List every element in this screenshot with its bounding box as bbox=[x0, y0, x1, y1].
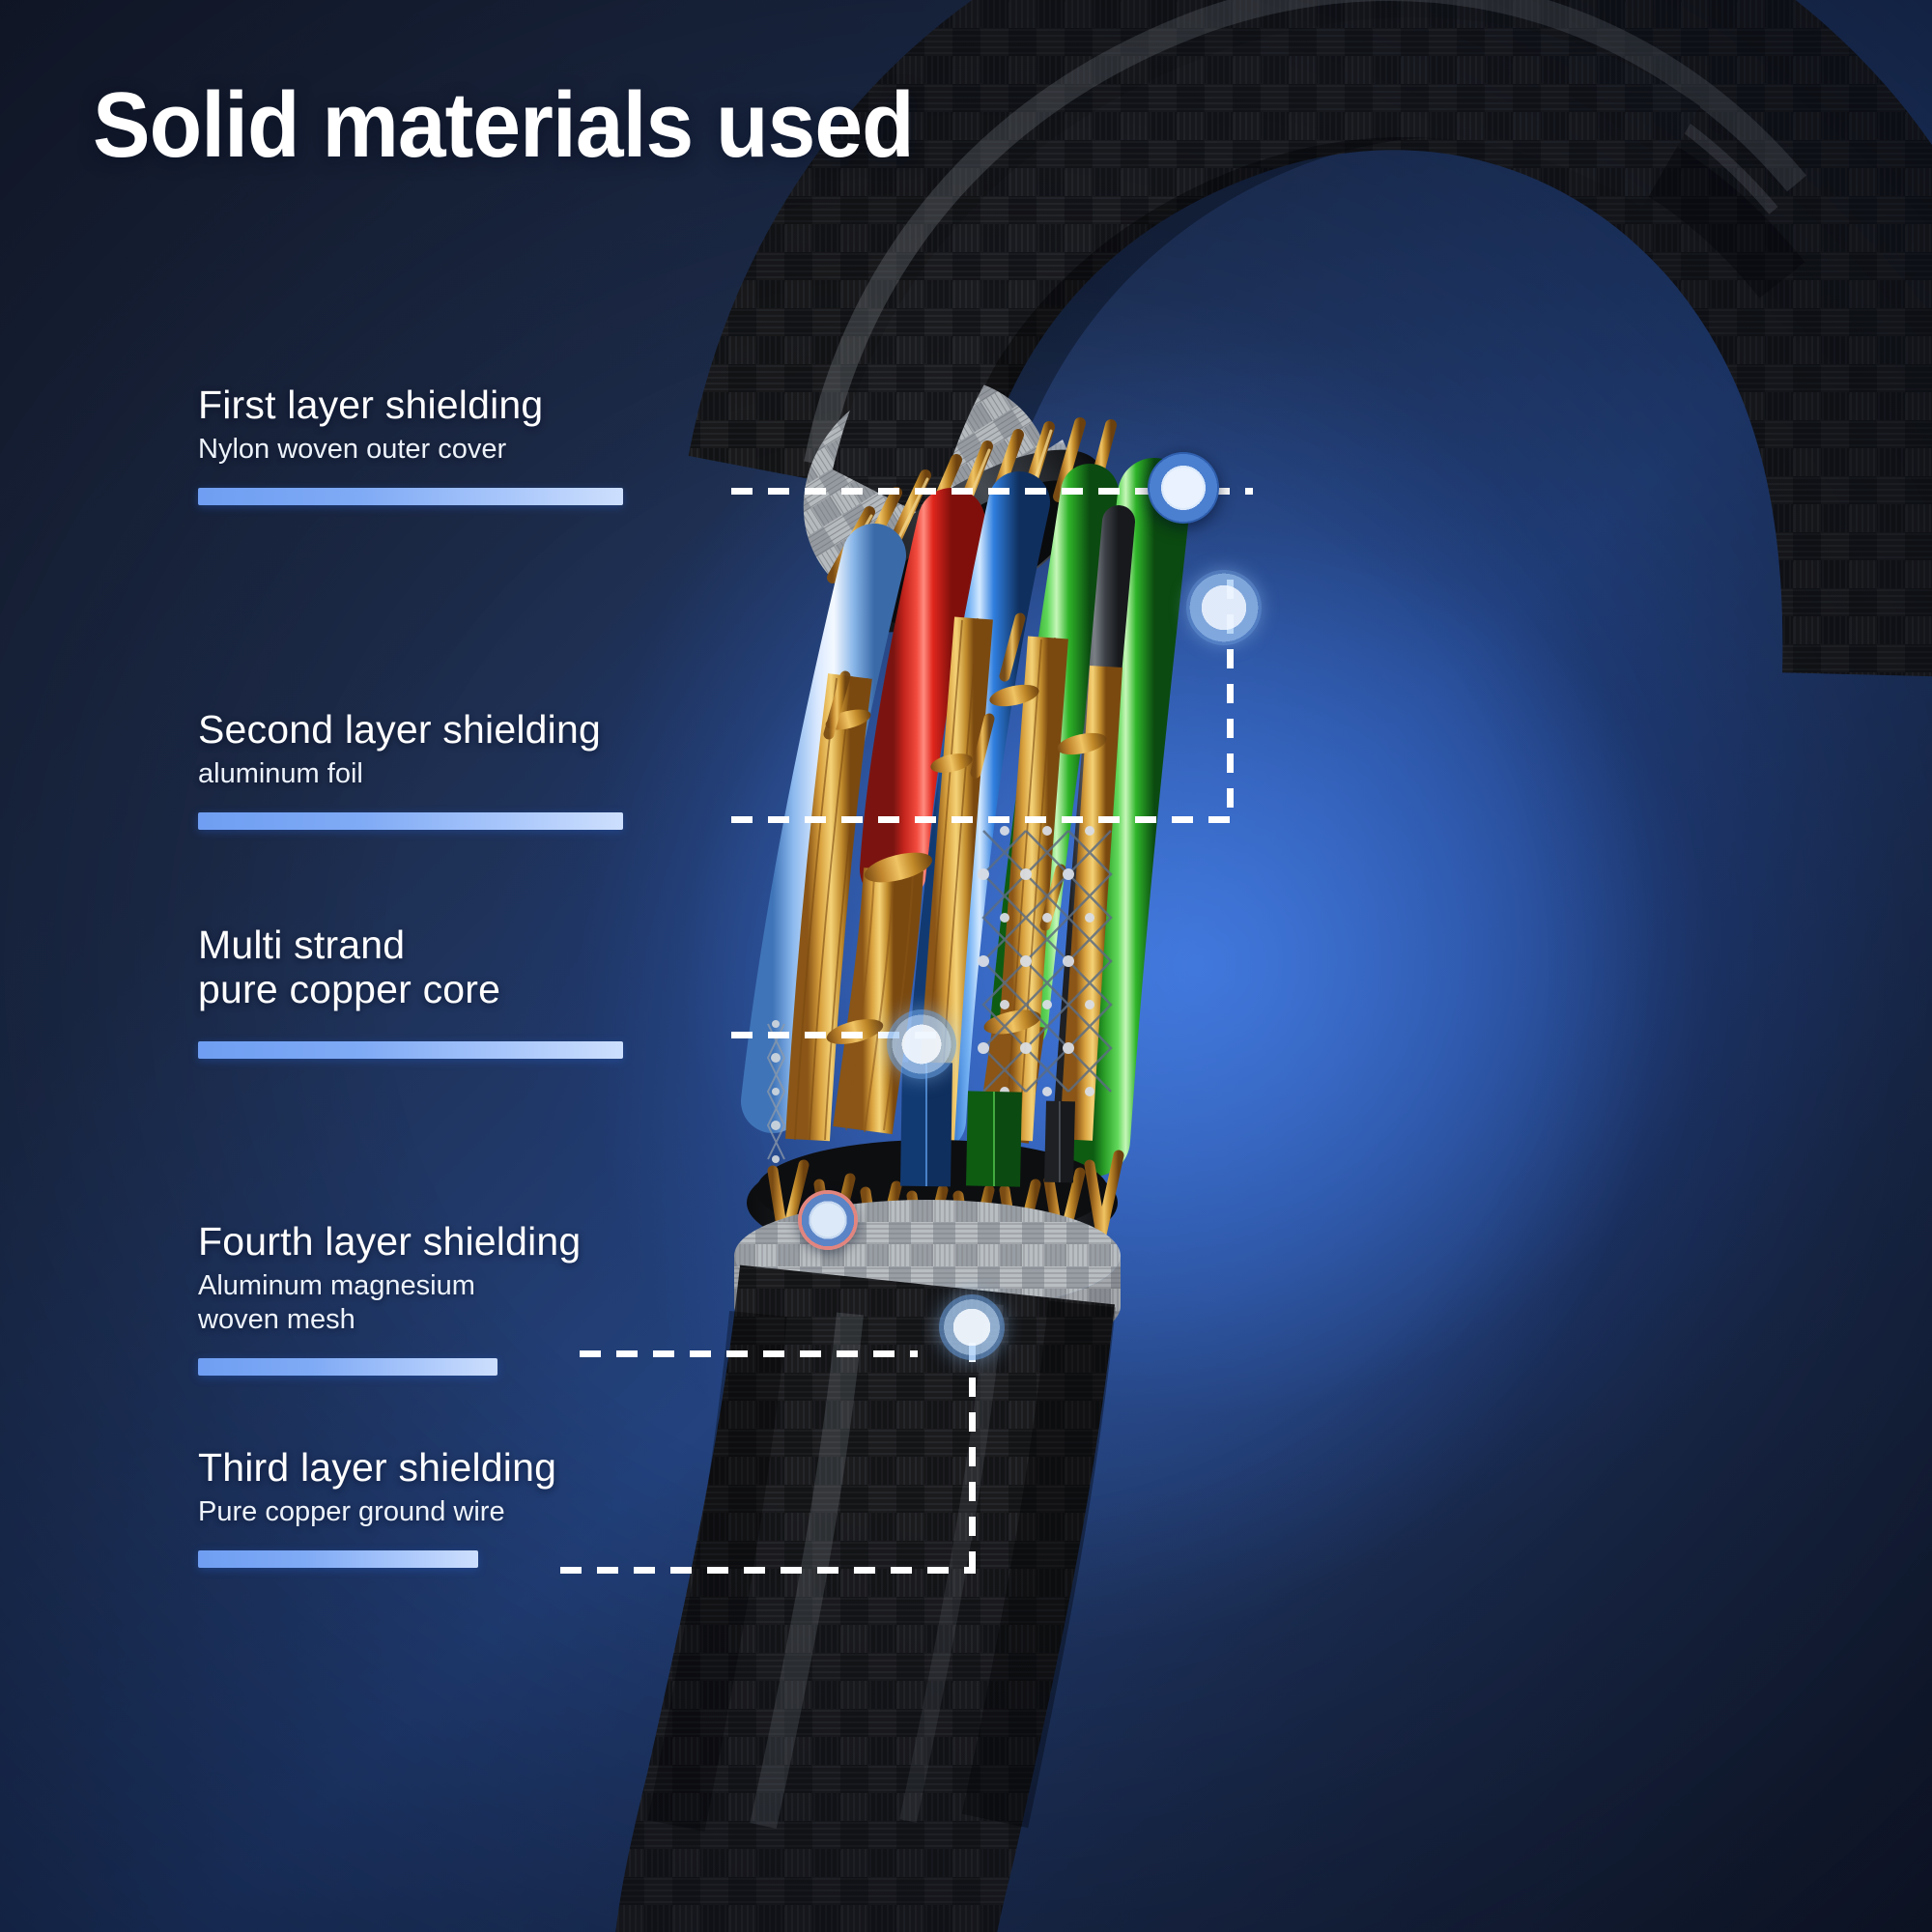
callout-bar-row bbox=[198, 484, 623, 506]
callout-subtitle: Nylon woven outer cover bbox=[198, 434, 507, 466]
callout-bar bbox=[198, 1040, 623, 1059]
nylon-braid-marker[interactable] bbox=[1148, 452, 1219, 524]
callout-multi-strand: Multi strand pure copper core bbox=[198, 923, 623, 1059]
callout-title: Third layer shielding bbox=[198, 1445, 557, 1490]
callout-first-layer: First layer shielding Nylon woven outer … bbox=[198, 383, 623, 506]
callout-subtitle: aluminum foil bbox=[198, 758, 363, 790]
callout-list: First layer shielding Nylon woven outer … bbox=[0, 0, 831, 1932]
callout-second-layer: Second layer shielding aluminum foil bbox=[198, 707, 623, 831]
callout-bar bbox=[198, 1357, 497, 1376]
callout-subtitle: Pure copper ground wire bbox=[198, 1496, 505, 1528]
callout-bar-row bbox=[198, 809, 623, 831]
callout-title: First layer shielding bbox=[198, 383, 544, 427]
aluminum-foil-marker[interactable] bbox=[1186, 570, 1262, 645]
page-title: Solid materials used bbox=[93, 73, 915, 177]
callout-bar-row bbox=[198, 1037, 623, 1059]
callout-title: Fourth layer shielding bbox=[198, 1219, 582, 1264]
copper-core-marker[interactable] bbox=[887, 1009, 956, 1079]
callout-bar-row bbox=[198, 1547, 556, 1569]
callout-bar bbox=[198, 812, 623, 831]
callout-fourth-layer: Fourth layer shielding Aluminum magnesiu… bbox=[198, 1219, 581, 1376]
callout-subtitle: Aluminum magnesium woven mesh bbox=[198, 1270, 475, 1336]
woven-mesh-marker[interactable] bbox=[939, 1294, 1005, 1360]
callout-title: Multi strand pure copper core bbox=[198, 923, 501, 1012]
ground-wire-marker[interactable] bbox=[798, 1190, 858, 1250]
callout-bar bbox=[198, 1550, 478, 1569]
callout-third-layer: Third layer shielding Pure copper ground… bbox=[198, 1445, 557, 1569]
callout-bar bbox=[198, 488, 623, 506]
callout-bar-row bbox=[198, 1354, 581, 1376]
callout-title: Second layer shielding bbox=[198, 707, 601, 752]
